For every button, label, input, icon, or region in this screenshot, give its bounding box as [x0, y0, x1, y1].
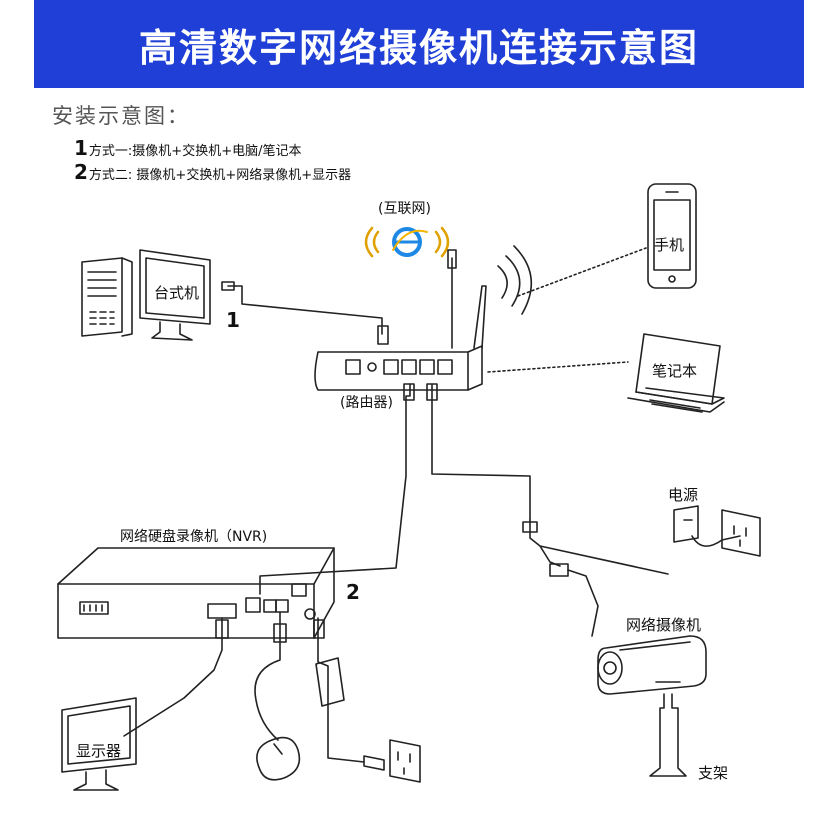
bracket-label: 支架 — [698, 764, 729, 782]
nvr-power-brick — [315, 657, 345, 707]
laptop-icon — [627, 333, 725, 413]
method-1: 1方式一:摄像机+交换机+电脑/笔记本 — [74, 136, 301, 160]
vga-cable — [123, 617, 223, 737]
desktop-label: 台式机 — [154, 284, 200, 302]
mouse-cable — [254, 611, 281, 741]
install-subtitle: 安装示意图： — [52, 104, 190, 128]
monitor-icon — [61, 697, 137, 791]
camera-cable — [431, 383, 531, 521]
laptop-label: 笔记本 — [652, 362, 698, 380]
router-icon — [314, 245, 533, 391]
nvr-cable — [259, 383, 411, 595]
wifi-link-laptop — [487, 361, 629, 373]
desktop-tower-icon — [81, 257, 133, 337]
title-banner: 高清数字网络摄像机连接示意图 — [34, 0, 804, 88]
phone-label: 手机 — [654, 236, 685, 254]
page-title: 高清数字网络摄像机连接示意图 — [138, 25, 699, 70]
method-2: 2方式二: 摄像机+交换机+网络录像机+显示器 — [74, 160, 351, 184]
nvr-wall-socket — [363, 739, 421, 783]
wan-plug — [447, 249, 457, 269]
nvr-label: 网络硬盘录像机（NVR) — [120, 529, 268, 545]
desktop-monitor-icon — [139, 249, 211, 341]
method-1-number: 1 — [74, 136, 88, 160]
ip-camera-icon — [597, 635, 707, 695]
ipcam-label: 网络摄像机 — [626, 616, 702, 634]
camera-lead — [567, 569, 599, 637]
internet-label: (互联网) — [378, 201, 431, 217]
desktop-cable — [221, 281, 389, 345]
connection-1-marker: 1 — [226, 308, 240, 332]
wall-socket-icon — [721, 509, 761, 557]
bracket-icon — [649, 681, 687, 777]
monitor-label: 显示器 — [76, 742, 122, 760]
router-label: (路由器) — [340, 395, 393, 411]
nvr-power-cable — [317, 617, 365, 763]
method-2-text: 方式二: 摄像机+交换机+网络录像机+显示器 — [88, 168, 352, 183]
nvr-icon — [57, 547, 335, 639]
wifi-link-phone — [517, 247, 647, 297]
method-1-text: 方式一:摄像机+交换机+电脑/笔记本 — [88, 144, 302, 159]
connection-2-marker: 2 — [346, 580, 360, 604]
phone-icon — [647, 183, 697, 289]
mouse-icon — [256, 736, 301, 781]
power-label: 电源 — [668, 486, 699, 504]
ie-browser-icon — [364, 226, 450, 258]
method-2-number: 2 — [74, 160, 88, 184]
